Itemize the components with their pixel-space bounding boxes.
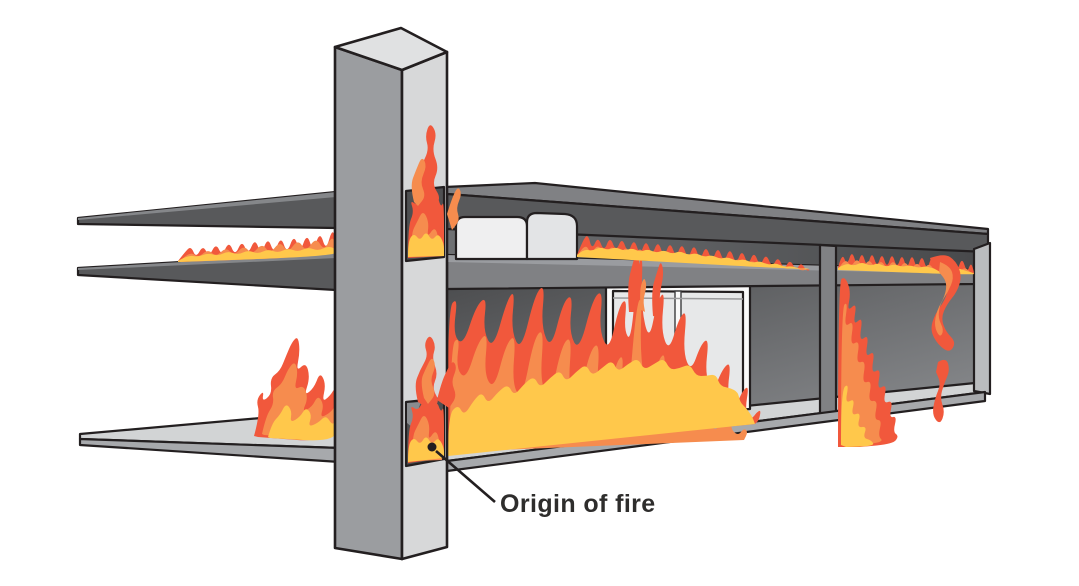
- divider-wall: [818, 243, 838, 416]
- flames-main-room-flame-shape: [628, 253, 640, 312]
- flames-shaft-upper-flame-shape: [447, 188, 461, 230]
- flames-shaft-upper-flame-shape: [417, 125, 440, 208]
- bed: [454, 211, 579, 261]
- shaft-right-face: [400, 50, 449, 561]
- flames-shaft-lower-flame-shape: [408, 437, 444, 462]
- flames-main-room: [447, 253, 761, 456]
- flames-left-floor: [254, 338, 336, 441]
- origin-annotation: Origin of fire: [427, 442, 656, 518]
- left-roof-top-sliver: [78, 192, 336, 220]
- flames-shaft-upper: [408, 125, 461, 258]
- shaft-left-face: [333, 45, 404, 561]
- flames-main-room-flame-shape: [448, 360, 755, 456]
- flames-shaft-upper-flame-shape: [411, 158, 426, 206]
- flames-right-curl: [930, 255, 961, 423]
- vertical-shaft: [333, 26, 449, 561]
- flames-right-curl-flame-shape: [933, 359, 949, 423]
- flames-right-curl-flame-shape: [935, 262, 953, 336]
- flames-left-strip: [178, 232, 336, 262]
- flames-main-room-flame-shape: [640, 279, 647, 312]
- bed-headboard: [525, 211, 579, 261]
- shaft-top-face: [333, 26, 449, 72]
- bed-mattress: [454, 215, 529, 261]
- flames-right-room: [838, 278, 898, 447]
- end-wall-cap: [972, 241, 992, 396]
- origin-of-fire-label: Origin of fire: [500, 490, 656, 518]
- flames-right-room-flame-shape: [841, 385, 874, 447]
- flames-shaft-lower: [408, 336, 456, 463]
- flames-upper-strip-flame-shape: [577, 247, 810, 270]
- flames-left-strip-flame-shape: [178, 246, 336, 262]
- flames-upper-strip: [577, 236, 811, 271]
- leader-line: [435, 450, 496, 503]
- flames-left-floor-flame-shape: [268, 405, 336, 441]
- flames-shaft-upper-flame-shape: [408, 233, 444, 257]
- flames-shaft-lower-flame-shape: [421, 358, 435, 404]
- origin-marker-dot: [427, 442, 437, 452]
- flames-shaft-lower-flame-shape: [437, 362, 456, 408]
- flames-main-room-flame-shape: [652, 263, 664, 318]
